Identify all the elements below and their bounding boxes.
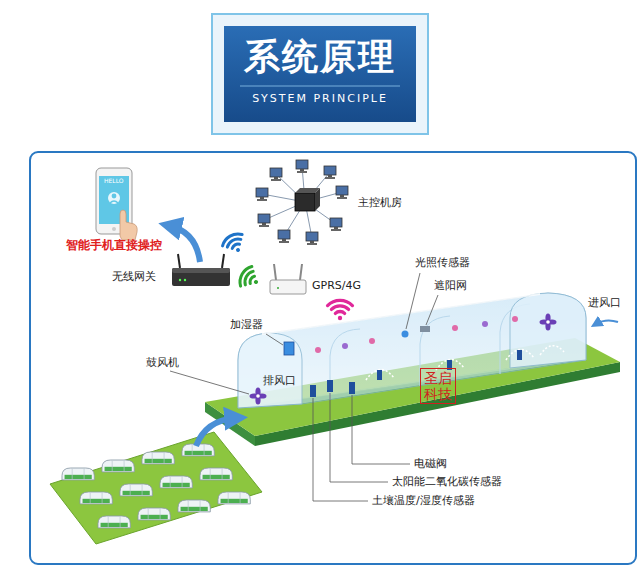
smartphone-icon xyxy=(96,168,137,240)
wifi-symbol xyxy=(220,231,249,258)
server-network xyxy=(262,166,342,238)
wireless-gateway xyxy=(172,254,230,286)
inlet-label: 进风口 xyxy=(588,296,621,310)
sensor-label: 土壤温度/湿度传感器 xyxy=(372,494,475,508)
gprs-label: GPRS/4G xyxy=(312,279,361,293)
blower-label: 鼓风机 xyxy=(146,356,179,370)
expansion-arrow xyxy=(196,418,236,446)
greenhouse xyxy=(238,293,586,408)
wifi-symbol xyxy=(328,300,353,320)
watermark: 圣启 科技 xyxy=(420,368,456,404)
fan-icon xyxy=(250,388,267,405)
humidifier-label: 加湿器 xyxy=(230,318,263,332)
screen-text: HELLO xyxy=(104,177,124,185)
panel-frame xyxy=(30,152,636,564)
signal-arrow xyxy=(170,226,200,262)
greenhouse-cluster xyxy=(50,432,262,544)
banner-subtitle: SYSTEM PRINCIPLE xyxy=(224,92,416,106)
server-label: 主控机房 xyxy=(358,196,402,210)
computer-icons xyxy=(256,160,348,245)
gprs-router xyxy=(270,264,306,294)
banner-title: 系统原理 xyxy=(224,34,416,79)
sprinkler-spray xyxy=(366,346,564,380)
sensor-posts xyxy=(310,350,522,397)
outlet-label: 排风口 xyxy=(263,374,296,388)
airflow-arrow xyxy=(596,320,618,324)
shade-label: 遮阳网 xyxy=(434,279,467,293)
valve-label: 电磁阀 xyxy=(414,457,447,471)
roof-sensors xyxy=(284,316,518,355)
title-banner xyxy=(212,14,428,134)
wifi-symbol xyxy=(237,264,264,293)
sensor-label: 光照传感器 xyxy=(415,256,470,270)
gateway-label: 无线网关 xyxy=(112,270,156,284)
fan-icon xyxy=(540,314,557,331)
sensor-label: 太阳能二氧化碳传感器 xyxy=(392,475,502,489)
phone-label: 智能手机直接操控 xyxy=(66,238,162,253)
